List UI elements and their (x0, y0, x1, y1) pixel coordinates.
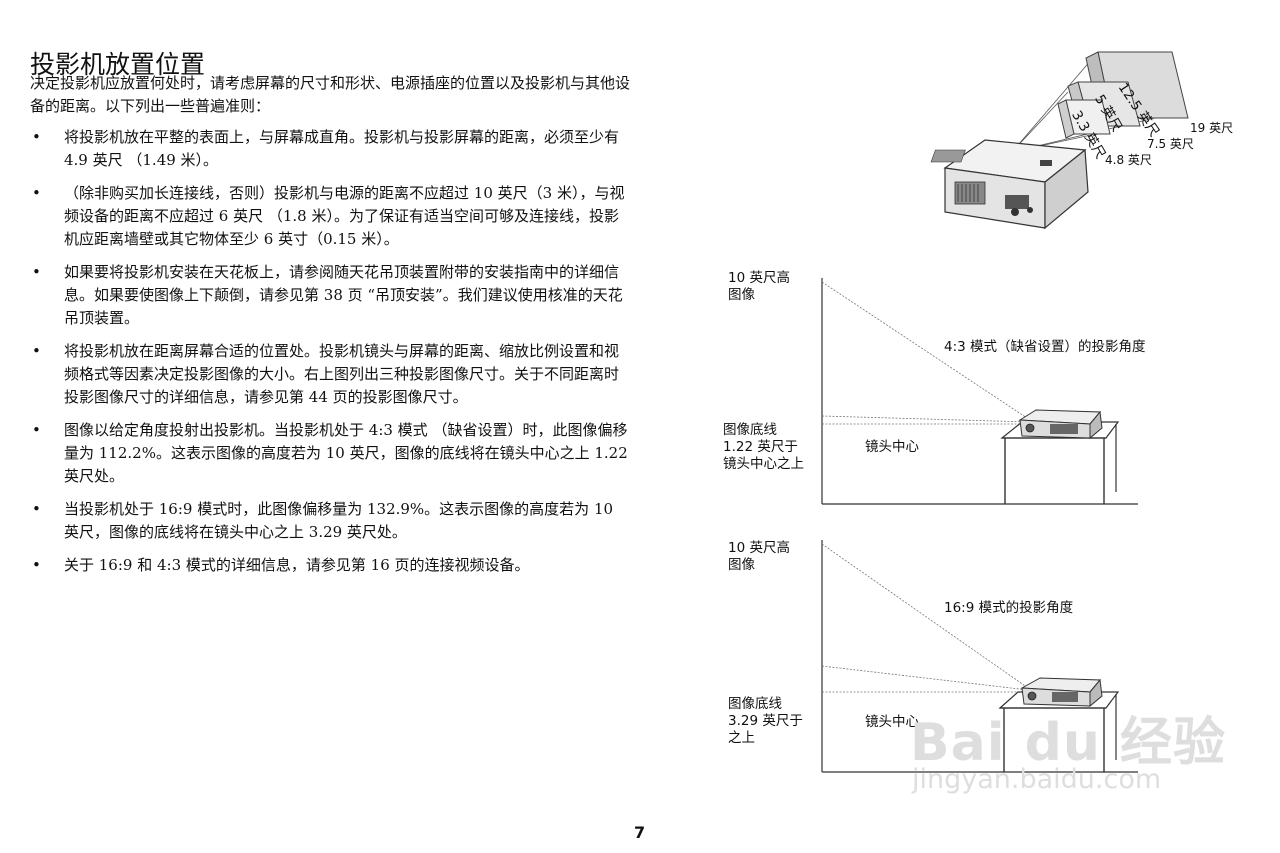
bullet-dot: • (32, 342, 41, 360)
list-item: • （除非购买加长连接线，否则）投影机与电源的距离不应超过 10 英尺（3 米），… (30, 182, 630, 251)
bullet-dot: • (32, 128, 41, 146)
list-item: • 如果要将投影机安装在天花板上，请参阅随天花吊顶装置附带的安装指南中的详细信息。… (30, 261, 630, 330)
distance-label-far: 19 英尺 (1190, 121, 1234, 135)
baseline-label: 图像底线 3.29 英尺于 之上 (728, 696, 803, 746)
guideline-list: • 将投影机放在平整的表面上，与屏幕成直角。投影机与投影屏幕的距离，必须至少有 4… (30, 126, 630, 587)
list-item-text: 将投影机放在距离屏幕合适的位置处。投影机镜头与屏幕的距离、缩放比例设置和视频格式… (64, 342, 620, 406)
list-item-text: 如果要将投影机安装在天花板上，请参阅随天花吊顶装置附带的安装指南中的详细信息。如… (64, 263, 623, 327)
list-item-text: 图像以给定角度投射出投影机。当投影机处于 4:3 模式 （缺省设置）时，此图像偏… (64, 421, 628, 485)
bullet-dot: • (32, 556, 41, 574)
bullet-dot: • (32, 263, 41, 281)
bullet-dot: • (32, 421, 41, 439)
lens-center-label: 镜头中心 (865, 714, 919, 730)
list-item: • 将投影机放在距离屏幕合适的位置处。投影机镜头与屏幕的距离、缩放比例设置和视频格… (30, 340, 630, 409)
intro-paragraph: 决定投影机应放置何处时，请考虑屏幕的尺寸和形状、电源插座的位置以及投影机与其他设… (30, 74, 631, 115)
list-item-text: 将投影机放在平整的表面上，与屏幕成直角。投影机与投影屏幕的距离，必须至少有 4.… (64, 128, 620, 169)
projector-icon (1018, 409, 1103, 440)
image-size-diagram (930, 51, 1189, 230)
bullet-dot: • (32, 500, 41, 518)
page-title: 投影机放置位置 (30, 49, 206, 79)
baidu-watermark-logo: Bai du 经验 (910, 713, 1226, 773)
list-item-text: 当投影机处于 16:9 模式时，此图像偏移量为 132.9%。这表示图像的高度若… (64, 500, 614, 541)
list-item: • 关于 16:9 和 4:3 模式的详细信息，请参见第 16 页的连接视频设备。 (30, 554, 630, 577)
angle-label: 4:3 模式（缺省设置）的投影角度 (944, 339, 1146, 355)
list-item: • 当投影机处于 16:9 模式时，此图像偏移量为 132.9%。这表示图像的高度… (30, 498, 630, 544)
bullet-dot: • (32, 184, 41, 202)
angle-diagram-4-3 (821, 278, 1138, 505)
angle-label: 16:9 模式的投影角度 (944, 600, 1074, 616)
distance-label-mid: 7.5 英尺 (1147, 137, 1194, 151)
projector-icon (930, 139, 1089, 230)
baseline-label: 图像底线 1.22 英尺于 镜头中心之上 (723, 422, 804, 472)
list-item-text: 关于 16:9 和 4:3 模式的详细信息，请参见第 16 页的连接视频设备。 (64, 556, 530, 574)
angle-diagram-16-9 (821, 540, 1138, 773)
projector-icon (1020, 677, 1103, 708)
lens-center-label: 镜头中心 (865, 439, 919, 455)
screen-height-label: 10 英尺高 图像 (728, 540, 790, 573)
page-number: 7 (634, 823, 646, 842)
list-item-text: （除非购买加长连接线，否则）投影机与电源的距离不应超过 10 英尺（3 米），与… (64, 184, 625, 248)
list-item: • 将投影机放在平整的表面上，与屏幕成直角。投影机与投影屏幕的距离，必须至少有 4… (30, 126, 630, 172)
list-item: • 图像以给定角度投射出投影机。当投影机处于 4:3 模式 （缺省设置）时，此图像… (30, 419, 630, 488)
screen-height-label: 10 英尺高 图像 (728, 270, 790, 303)
baidu-watermark-url: jingyan.baidu.com (912, 764, 1162, 795)
distance-label-near: 4.8 英尺 (1105, 153, 1152, 167)
